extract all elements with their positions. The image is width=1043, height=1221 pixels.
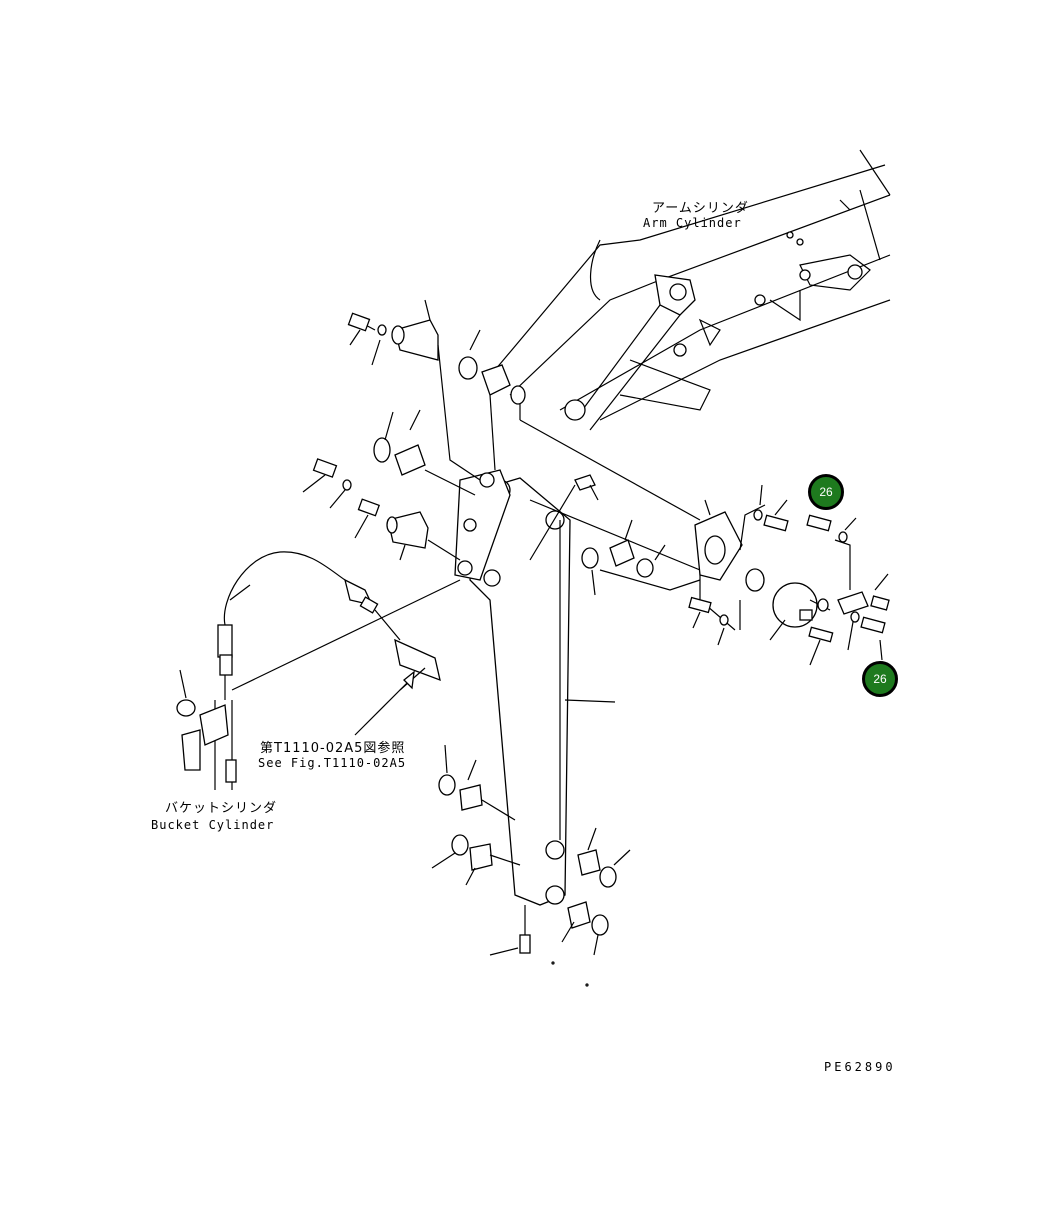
arm-cylinder-label-en: Arm Cylinder xyxy=(643,216,742,230)
part-callout-26-top[interactable]: 26 xyxy=(808,474,844,510)
pins-and-bushings xyxy=(302,299,526,561)
bucket-cylinder-hoses xyxy=(176,551,461,790)
lower-pins xyxy=(431,744,631,987)
callout-number: 26 xyxy=(873,672,887,686)
side-plate xyxy=(454,469,511,581)
see-fig-label-jp: 第T1110-02A5図参照 xyxy=(260,741,406,756)
arm-cylinder-label-jp: アームシリンダ xyxy=(652,201,749,216)
boom-assembly xyxy=(494,149,891,431)
see-fig-label-en: See Fig.T1110-02A5 xyxy=(258,756,407,770)
callout-number: 26 xyxy=(819,485,833,499)
bucket-cylinder-label-en: Bucket Cylinder xyxy=(151,818,275,832)
right-linkage xyxy=(519,419,890,666)
drawing-number: PE62890 xyxy=(824,1060,896,1074)
part-callout-26-bottom[interactable]: 26 xyxy=(862,661,898,697)
bucket-cylinder-label-jp: バケットシリンダ xyxy=(165,801,278,816)
